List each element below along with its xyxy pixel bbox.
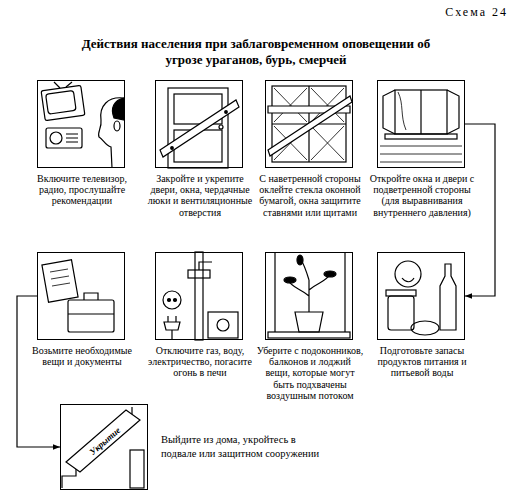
illustration-panel: Уберите с подоконников, балконов и лоджи… <box>265 252 353 340</box>
tv-antenna <box>54 82 72 88</box>
plant-stem <box>288 258 330 312</box>
shelter-banner <box>66 410 140 472</box>
document <box>42 260 78 303</box>
valve <box>188 270 210 278</box>
stove-door <box>217 319 229 331</box>
jar <box>388 296 414 330</box>
jar-lid <box>386 290 416 296</box>
tv-set <box>41 85 85 120</box>
illustration-panel: Возьмите необходимые вещи и документы <box>37 252 125 340</box>
door-panel <box>174 130 222 162</box>
window-frame <box>275 252 345 332</box>
window-sash <box>383 90 395 134</box>
shelter-door <box>130 450 144 488</box>
illustration-panel: Закройте и укрепите двери, окна, чердачн… <box>155 80 243 168</box>
panel-caption: Закройте и укрепите двери, окна, чердачн… <box>146 173 254 218</box>
window-opening <box>395 90 447 134</box>
radio-grille <box>66 134 78 142</box>
suitcase-strap <box>68 313 114 314</box>
socket-hole <box>174 299 177 302</box>
curtain <box>398 92 406 130</box>
tv-screen <box>46 90 77 114</box>
radio-speaker <box>50 132 62 144</box>
bread-loaf <box>411 321 439 335</box>
illustration-panel: Включите телевизор, радио, прослушайте р… <box>37 80 125 168</box>
person-head <box>395 261 421 287</box>
panel-caption: С наветренной стороны оклейте стекла око… <box>256 173 364 218</box>
nail <box>225 111 228 114</box>
stove <box>208 312 238 338</box>
water-bottle <box>440 264 456 330</box>
window-sill <box>268 332 350 338</box>
socket <box>163 291 181 309</box>
flow-arrow <box>17 296 60 447</box>
suitcase <box>68 300 114 332</box>
panel-caption: Откройте окна и двери с подветренной сто… <box>368 173 476 218</box>
plug <box>164 316 180 340</box>
plant-leaf <box>297 255 303 265</box>
window-mullion <box>420 90 421 134</box>
nail <box>171 147 174 150</box>
flow-arrow <box>465 124 495 296</box>
listener-head <box>99 98 124 168</box>
illustration-panel: Подготовьте запасы продуктов питания и п… <box>377 252 465 340</box>
panel-caption: Отключите газ, воду, электричество, пога… <box>146 345 254 379</box>
diagram-title: Действия населения при заблаговременном … <box>76 36 436 67</box>
panel-caption: Подготовьте запасы продуктов питания и п… <box>368 345 476 379</box>
door-handle <box>219 125 223 129</box>
window-sill <box>385 134 457 139</box>
panel-art <box>41 82 462 488</box>
illustration-panel: УкрытиеВыйдите из дома, укройтесь в подв… <box>60 404 148 490</box>
banner-label: Укрытие <box>78 417 131 465</box>
panel-caption: Выйдите из дома, укройтесь в подвале или… <box>161 433 333 461</box>
listener-hair <box>112 98 124 120</box>
wall-hatch <box>380 146 462 162</box>
panel-caption: Включите телевизор, радио, прослушайте р… <box>28 173 136 207</box>
flower-pot <box>295 312 323 332</box>
plant-leaf <box>284 277 296 283</box>
suitcase-handle <box>84 293 98 300</box>
person-mouth <box>402 278 414 282</box>
illustration-panel: С наветренной стороны оклейте стекла око… <box>265 80 353 168</box>
panel-caption: Уберите с подоконников, балконов и лоджи… <box>256 345 364 401</box>
document-lines <box>50 269 70 286</box>
panel-caption: Возьмите необходимые вещи и документы <box>28 345 136 367</box>
plant-leaf <box>324 271 336 277</box>
valve-handle <box>199 262 212 270</box>
scheme-number: Схема 24 <box>380 5 508 20</box>
radio-set <box>46 128 82 148</box>
plank <box>160 100 239 157</box>
listener-ear <box>114 121 120 131</box>
socket-hole <box>168 299 171 302</box>
board <box>268 96 352 156</box>
illustration-panel: Откройте окна и двери с подветренной сто… <box>377 80 465 168</box>
illustration-panel: Отключите газ, воду, электричество, пога… <box>155 252 243 340</box>
window-sash <box>447 90 459 134</box>
